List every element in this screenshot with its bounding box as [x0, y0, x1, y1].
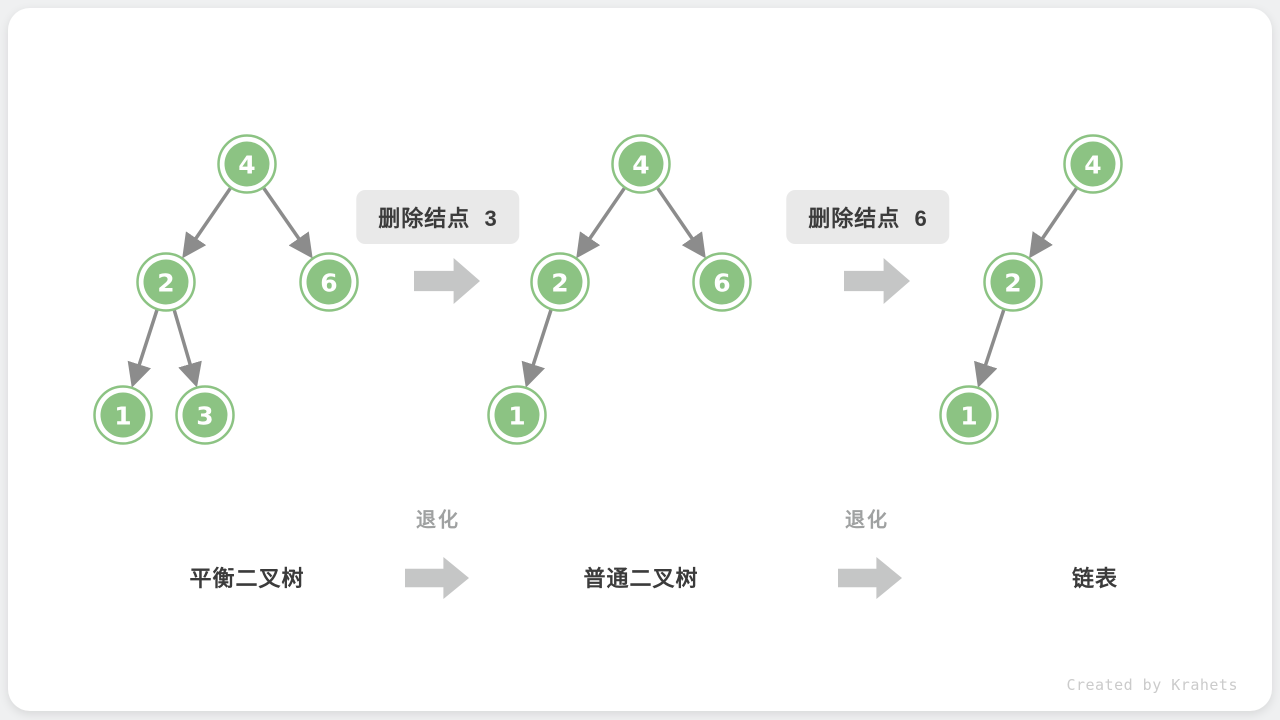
tree-linked-list: 4 2 1: [939, 134, 1123, 445]
transition-arrow: [414, 258, 480, 304]
tree-node: 3: [175, 385, 235, 445]
node-value: 3: [196, 402, 213, 431]
watermark-credit: Created by Krahets: [1066, 676, 1238, 694]
card-background: [8, 8, 1272, 711]
stage-label-ordinary-binary-tree: 普通二叉树: [583, 566, 699, 591]
tree-node: 6: [692, 252, 752, 312]
node-circle: [1070, 141, 1116, 187]
node-value: 6: [713, 269, 730, 298]
transition-arrow: [844, 258, 910, 304]
node-value: 1: [114, 402, 131, 431]
node-value: 4: [1084, 151, 1101, 180]
node-circle: [990, 259, 1036, 305]
node-circle: [537, 259, 583, 305]
node-circle: [224, 141, 270, 187]
delete-node-6-label: 删除结点 6: [786, 190, 950, 244]
node-value: 4: [632, 151, 649, 180]
transition-arrow: [838, 557, 902, 599]
tree-node: 1: [93, 385, 153, 445]
tree-node: 6: [299, 252, 359, 312]
tree-edge: [182, 187, 232, 259]
node-circle: [618, 141, 664, 187]
tree-node: 4: [611, 134, 671, 194]
node-circle: [143, 259, 189, 305]
delete-node-3-label: 删除结点 3: [356, 190, 520, 244]
node-value: 6: [320, 269, 337, 298]
node-value: 4: [238, 151, 255, 180]
degenerate-label-1: 退化: [416, 509, 460, 532]
tree-edge: [521, 309, 553, 388]
node-circle: [494, 392, 540, 438]
degenerate-label-2: 退化: [845, 509, 889, 532]
tree-edge: [262, 187, 313, 259]
tree-edge: [127, 309, 159, 388]
tree-node: 2: [136, 252, 196, 312]
node-circle: [100, 392, 146, 438]
node-circle: [699, 259, 745, 305]
tree-ordinary-binary-tree: 4 2 6 1: [487, 134, 752, 445]
tree-edge: [1029, 187, 1078, 259]
tree-node: 4: [1063, 134, 1123, 194]
stage-label-balanced-binary-tree: 平衡二叉树: [189, 566, 305, 591]
tree-edge: [974, 309, 1006, 388]
tree-node: 2: [983, 252, 1043, 312]
node-value: 1: [508, 402, 525, 431]
node-value: 2: [551, 269, 568, 298]
node-circle: [182, 392, 228, 438]
tree-node: 2: [530, 252, 590, 312]
node-circle: [946, 392, 992, 438]
tree-edge: [656, 187, 706, 259]
stage-label-linked-list: 链表: [1071, 566, 1119, 591]
tree-balanced-binary-tree: 4 2 6 1 3: [93, 134, 359, 445]
node-value: 1: [960, 402, 977, 431]
node-value: 2: [1004, 269, 1021, 298]
tree-node: 4: [217, 134, 277, 194]
tree-node: 1: [487, 385, 547, 445]
node-circle: [306, 259, 352, 305]
transition-arrow: [405, 557, 469, 599]
tree-edge: [576, 187, 626, 259]
tree-edge: [172, 309, 202, 388]
tree-node: 1: [939, 385, 999, 445]
node-value: 2: [157, 269, 174, 298]
